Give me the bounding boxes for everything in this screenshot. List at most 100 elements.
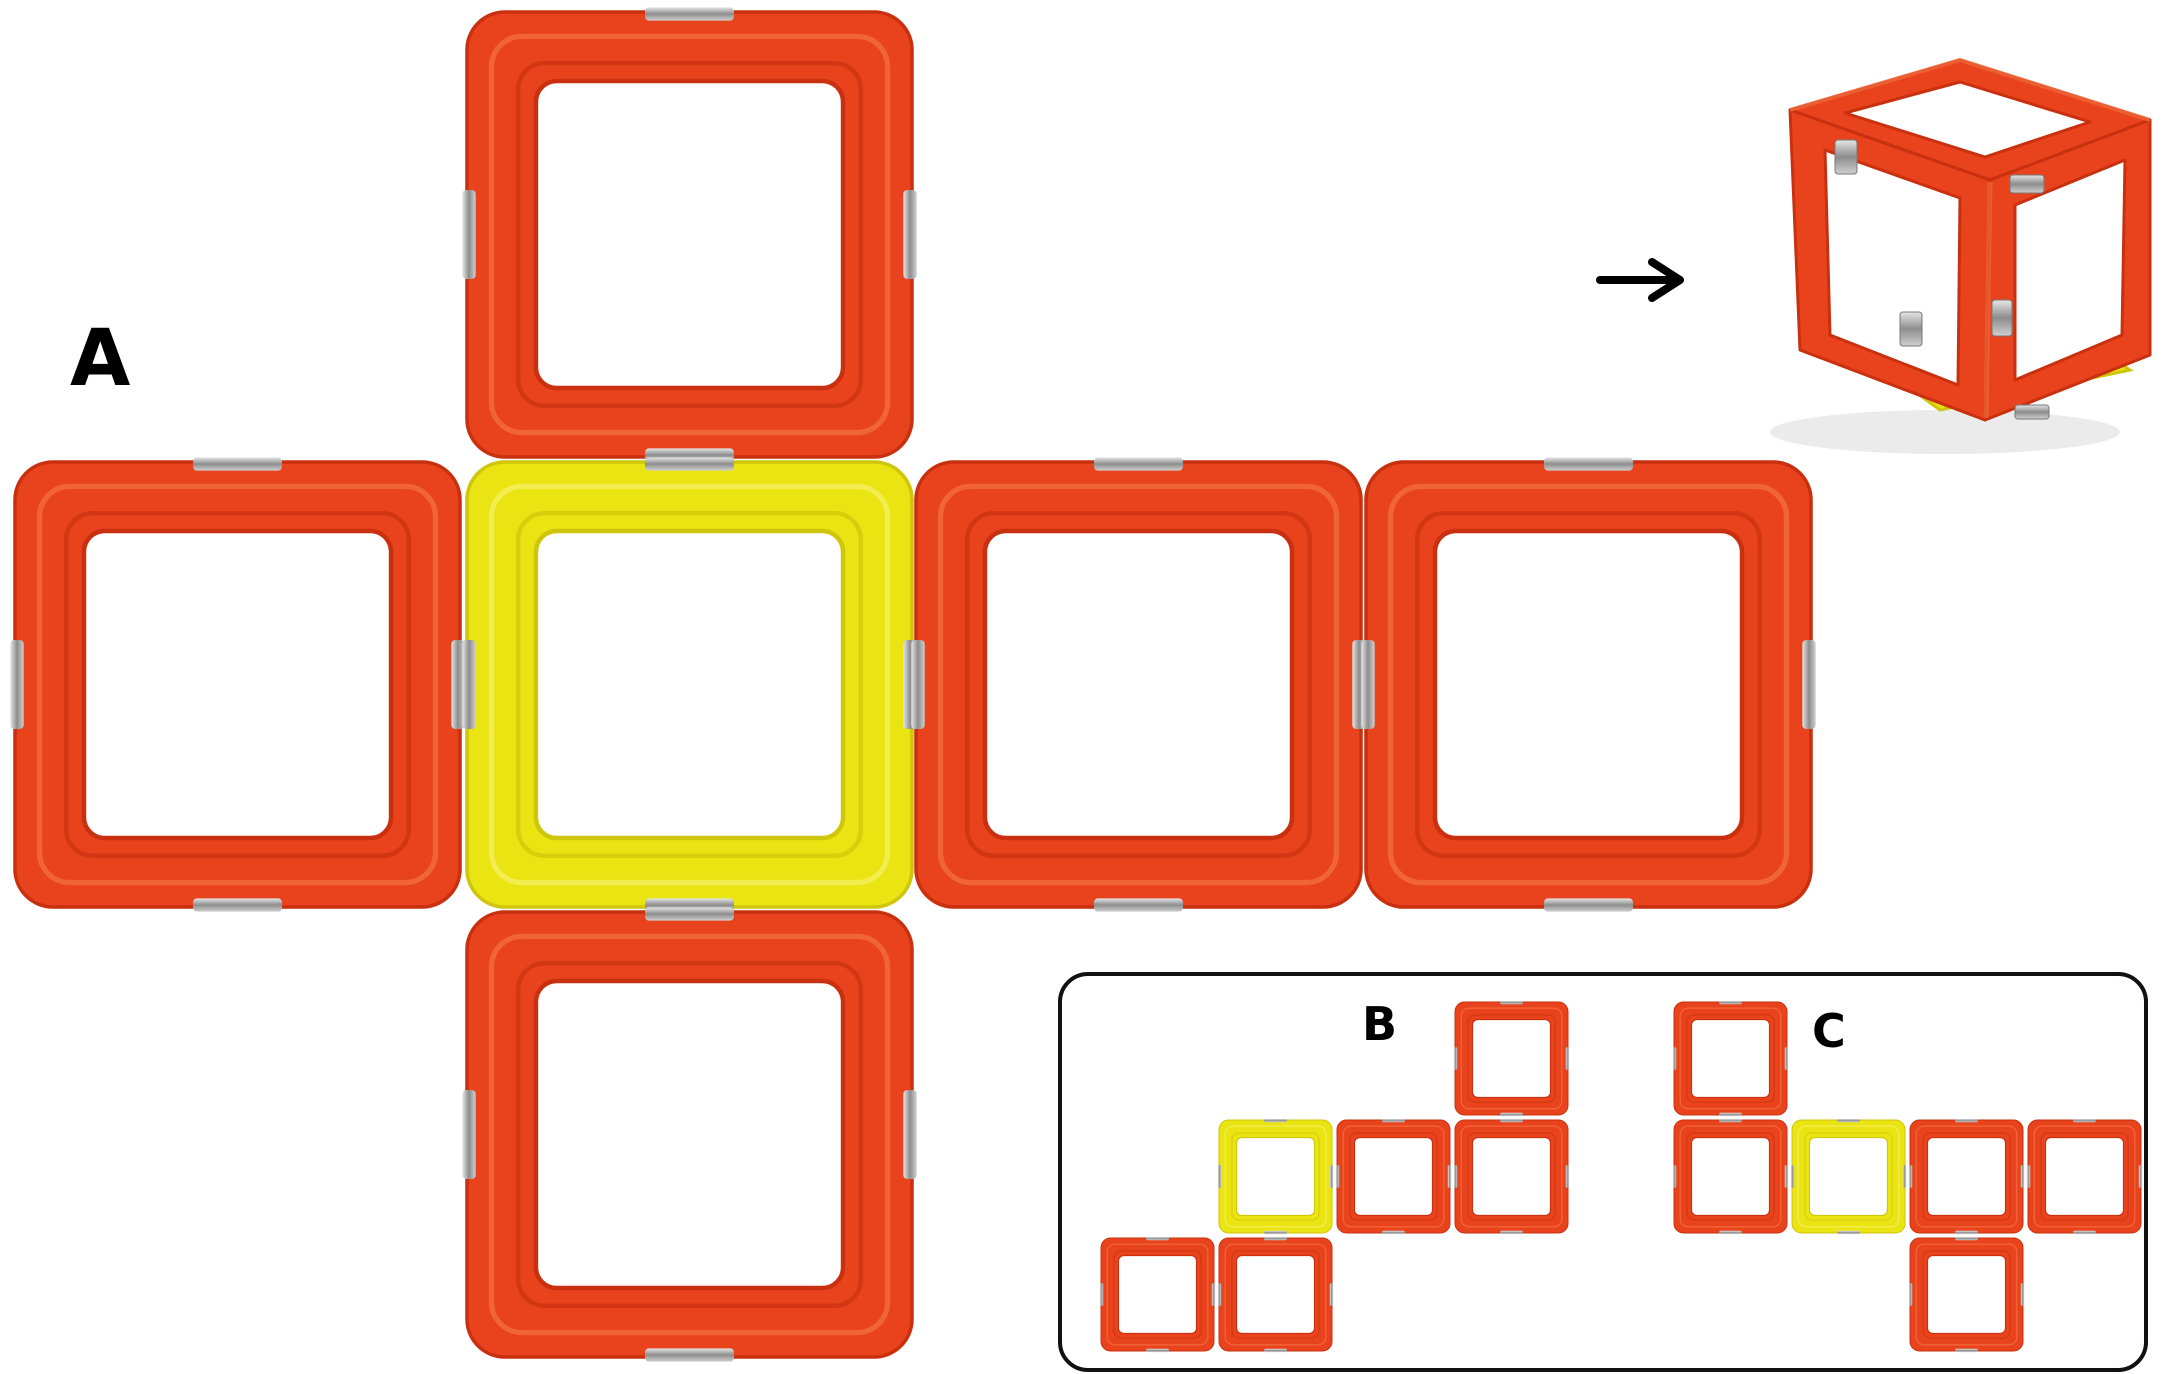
magnet-clip [2138,1165,2143,1188]
magnet-clip [1719,1230,1742,1235]
magnet-clip [2014,404,2050,420]
magnet-clip [1447,1165,1452,1188]
magnet-clip [1146,1348,1169,1353]
magnet-clip [1264,1348,1287,1353]
magnet-clip [193,457,282,471]
magnet-clip [1672,1165,1677,1188]
net-a-far-right-square [1361,457,1816,912]
magnet-clip [1211,1283,1216,1306]
magnet-clip [1834,139,1858,175]
label-b: B [1362,997,1397,1051]
magnet-clip [451,640,465,729]
magnet-clip [2009,174,2045,194]
magnet-clip [1500,1118,1523,1123]
magnet-clip [462,190,476,279]
magnet-clip [903,190,917,279]
magnet-clip [1565,1165,1570,1188]
magnet-clip [462,1090,476,1179]
magnet-clip [1544,457,1633,471]
net-c-square [1908,1118,2025,1235]
magnet-clip [1500,1112,1523,1117]
cube-right-face [1983,118,2152,422]
magnet-clip [1672,1047,1677,1070]
magnet-clip [1329,1165,1334,1188]
magnet-clip [1991,299,2013,337]
magnet-clip [1902,1165,1907,1188]
net-b-square [1453,1118,1570,1235]
net-c-yellow-square [1790,1118,1907,1235]
magnet-clip [1264,1118,1287,1123]
magnet-clip [1565,1047,1570,1070]
net-c-square [2026,1118,2143,1235]
label-a: A [70,314,130,404]
net-b-square [1453,1000,1570,1117]
magnet-clip [1217,1165,1222,1188]
magnet-clip [1802,640,1816,729]
net-b [1099,1000,1570,1353]
magnet-clip [1453,1165,1458,1188]
magnet-clip [2026,1165,2031,1188]
net-a-top-square [462,7,917,462]
magnet-clip [462,640,476,729]
net-b-square [1217,1236,1334,1353]
net-a [10,7,1816,1362]
net-a-right-square [911,457,1366,912]
magnet-clip [645,7,734,21]
magnet-clip [911,640,925,729]
magnet-clip [2020,1165,2025,1188]
magnet-clip [645,457,734,471]
magnet-clip [1382,1118,1405,1123]
label-c: C [1812,1004,1846,1058]
magnet-clip [1335,1165,1340,1188]
magnet-clip [2020,1283,2025,1306]
net-c-square [1672,1000,1789,1117]
assembled-cube-image [1770,57,2152,454]
magnet-clip [10,640,24,729]
magnet-clip [1361,640,1375,729]
net-b-yellow-square [1217,1118,1334,1235]
magnet-clip [1955,1236,1978,1241]
magnet-clip [1908,1165,1913,1188]
magnet-clip [1094,898,1183,912]
magnet-clip [1784,1165,1789,1188]
magnet-clip [1955,1348,1978,1353]
magnet-clip [645,1348,734,1362]
magnet-clip [1264,1236,1287,1241]
magnet-clip [1790,1165,1795,1188]
magnet-clip [1837,1230,1860,1235]
magnet-clip [2073,1230,2096,1235]
net-c-square [1672,1118,1789,1235]
net-a-center-square [462,457,917,912]
magnet-clip [1329,1283,1334,1306]
net-a-bottom-square [462,907,917,1362]
magnet-clip [1719,1000,1742,1005]
magnet-clip [1094,457,1183,471]
magnet-clip [1899,311,1923,347]
inset-panel [1058,972,2148,1372]
magnet-clip [1719,1112,1742,1117]
magnet-clip [1544,898,1633,912]
magnet-clip [1382,1230,1405,1235]
magnet-clip [1784,1047,1789,1070]
cube-front-face [1788,108,1992,422]
magnet-clip [1217,1283,1222,1306]
magnet-clip [1955,1118,1978,1123]
net-b-square [1099,1236,1216,1353]
net-b-square [1335,1118,1452,1235]
magnet-clip [903,1090,917,1179]
magnet-clip [1500,1000,1523,1005]
magnet-clip [1453,1047,1458,1070]
magnet-clip [1146,1236,1169,1241]
magnet-clip [1837,1118,1860,1123]
net-a-left-square [10,457,465,912]
magnet-clip [645,907,734,921]
magnet-clip [1955,1230,1978,1235]
net-c [1672,1000,2143,1353]
magnet-clip [2073,1118,2096,1123]
net-c-square [1908,1236,2025,1353]
magnet-clip [1099,1283,1104,1306]
magnet-clip [193,898,282,912]
magnet-clip [1264,1230,1287,1235]
magnet-clip [1908,1283,1913,1306]
